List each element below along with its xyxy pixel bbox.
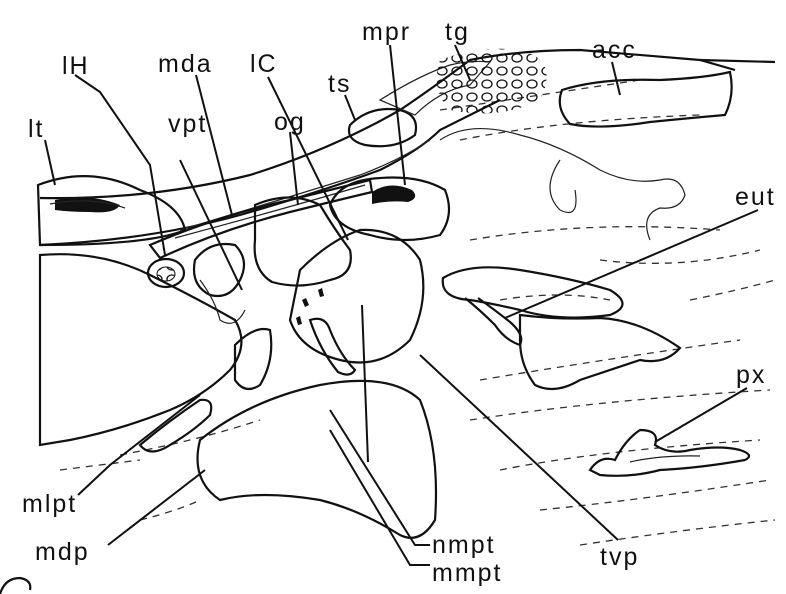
tvp-muscle (520, 315, 680, 389)
mlpt-muscle (40, 254, 241, 445)
label-ts: ts (328, 70, 351, 98)
label-mmpt: mmpt (432, 559, 503, 587)
px-pharynx (590, 430, 749, 476)
mpr-structure (330, 178, 449, 241)
label-lC: lC (250, 50, 278, 78)
mmpt-muscle (198, 288, 437, 538)
label-og: og (274, 108, 306, 136)
label-mdp: mdp (35, 538, 90, 566)
corner-fragment (0, 578, 30, 594)
label-mda: mda (158, 50, 213, 78)
central-muscle-mass (194, 230, 423, 363)
label-tg: tg (445, 18, 470, 46)
tg-cells (437, 49, 547, 114)
label-mpr: mpr (362, 18, 411, 46)
label-acc: acc (592, 36, 637, 64)
lt-structure (38, 176, 185, 245)
label-vpt: vpt (168, 110, 207, 138)
label-mlpt: mlpt (22, 490, 77, 518)
labels: lH lt mda lC mpr tg acc ts vpt og eut px… (22, 18, 776, 587)
label-lt: lt (28, 115, 45, 143)
label-eut: eut (735, 183, 776, 211)
label-lH: lH (62, 52, 90, 80)
label-nmpt: nmpt (432, 531, 496, 559)
label-tvp: tvp (600, 543, 639, 571)
connective-tissue-strokes (60, 80, 775, 545)
label-px: px (736, 361, 766, 389)
